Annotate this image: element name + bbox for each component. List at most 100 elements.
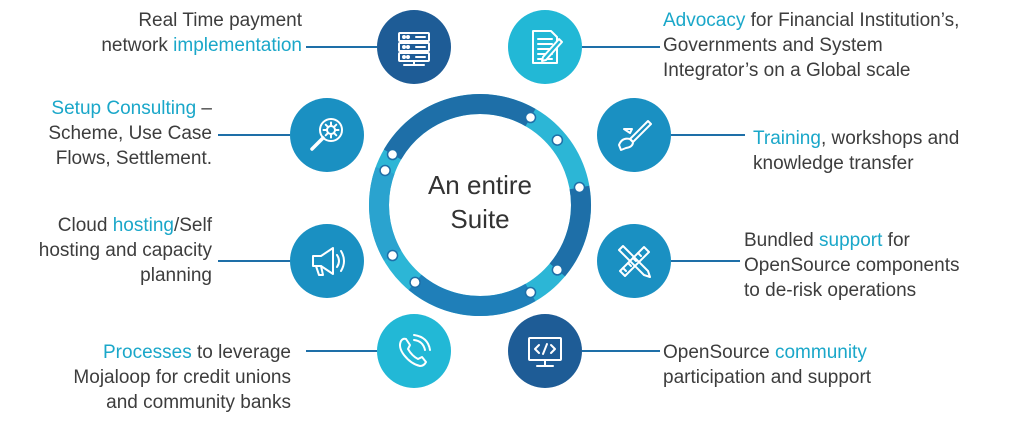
puzzle-knob xyxy=(573,181,586,194)
highlight-text: Setup Consulting xyxy=(51,98,197,119)
center-line-1: An entire xyxy=(427,170,533,200)
label-line: Advocacy for Financial Institution’s, xyxy=(663,8,959,33)
icon-circle xyxy=(377,10,451,84)
puzzle-knob xyxy=(524,286,537,299)
label-line: OpenSource community xyxy=(663,340,871,365)
label-line: Training, workshops and xyxy=(753,126,959,151)
label-line: network implementation xyxy=(101,33,302,58)
label-line: participation and support xyxy=(663,365,871,390)
label-line: Cloud hosting/Self xyxy=(39,213,212,238)
phone-icon xyxy=(399,334,431,367)
label-text: to de-risk operations xyxy=(744,280,917,301)
label-line: planning xyxy=(39,263,212,288)
label-text: OpenSource xyxy=(663,342,775,363)
label-text: hosting and capacity xyxy=(38,240,212,261)
icon-circle xyxy=(508,10,582,84)
label-text: Bundled xyxy=(744,230,820,251)
label-text: knowledge transfer xyxy=(753,153,914,174)
label-text: Mojaloop for credit unions xyxy=(73,367,291,388)
highlight-text: community xyxy=(774,342,867,363)
label-line: Real Time payment xyxy=(101,8,302,33)
label-text: for Financial Institution’s, xyxy=(745,10,960,31)
puzzle-knob xyxy=(551,134,564,146)
label-line: OpenSource components xyxy=(744,253,959,278)
label-text: and community banks xyxy=(106,392,291,413)
label-text: to leverage xyxy=(191,342,291,363)
puzzle-knob xyxy=(551,264,564,276)
label-text: OpenSource components xyxy=(744,255,960,276)
label-line: Scheme, Use Case xyxy=(48,121,212,146)
icon-circle xyxy=(377,314,451,388)
server-icon xyxy=(398,32,430,66)
label-advocacy: Advocacy for Financial Institution’s,Gov… xyxy=(663,8,959,83)
node-advocacy xyxy=(508,10,660,84)
node-community xyxy=(508,314,660,388)
pencil-ruler-icon xyxy=(618,245,651,278)
node-hosting xyxy=(218,224,364,298)
label-line: Setup Consulting – xyxy=(48,96,212,121)
puzzle-knob xyxy=(386,249,399,262)
ring-segment xyxy=(383,94,536,160)
label-text: for xyxy=(882,230,910,251)
puzzle-knob xyxy=(379,164,391,177)
highlight-text: implementation xyxy=(173,35,302,56)
label-line: Bundled support for xyxy=(744,228,959,253)
label-line: hosting and capacity xyxy=(39,238,212,263)
label-line: Governments and System xyxy=(663,33,959,58)
label-line: knowledge transfer xyxy=(753,151,959,176)
icon-circle xyxy=(290,224,364,298)
label-line: Integrator’s on a Global scale xyxy=(663,58,959,83)
highlight-text: hosting xyxy=(112,215,174,236)
label-text: – xyxy=(196,98,212,119)
label-text: Flows, Settlement. xyxy=(55,148,212,169)
ring-segment xyxy=(369,167,402,261)
highlight-text: Training xyxy=(753,128,821,149)
label-text: network xyxy=(101,35,174,56)
monitor-code-icon xyxy=(528,337,562,367)
label-text: , workshops and xyxy=(820,128,960,149)
center-line-2: Suite xyxy=(450,204,510,234)
node-processes xyxy=(306,314,451,388)
label-text: Real Time payment xyxy=(138,10,302,31)
label-line: and community banks xyxy=(73,390,291,415)
label-line: Processes to leverage xyxy=(73,340,291,365)
label-text: Cloud xyxy=(57,215,113,236)
node-consulting xyxy=(218,98,364,172)
center-label: An entire Suite xyxy=(395,168,565,236)
label-line: to de-risk operations xyxy=(744,278,959,303)
icon-circle xyxy=(597,224,671,298)
puzzle-knob xyxy=(409,276,421,289)
puzzle-knob xyxy=(524,111,537,124)
node-support xyxy=(597,224,740,298)
megaphone-icon xyxy=(312,247,345,276)
label-line: Flows, Settlement. xyxy=(48,146,212,171)
puzzle-knob xyxy=(386,148,399,161)
puzzle-ring xyxy=(369,94,591,316)
label-text: Governments and System xyxy=(663,35,883,56)
label-line: Mojaloop for credit unions xyxy=(73,365,291,390)
label-text: planning xyxy=(140,265,212,286)
highlight-text: Processes xyxy=(103,342,192,363)
label-text: Integrator’s on a Global scale xyxy=(663,60,911,81)
label-text: participation and support xyxy=(663,367,872,388)
magnifier-gear-icon xyxy=(310,118,343,151)
node-payment xyxy=(306,10,451,84)
ring-segment xyxy=(549,185,591,277)
label-text: Scheme, Use Case xyxy=(48,123,212,144)
label-text: /Self xyxy=(173,215,212,236)
document-icon xyxy=(532,30,563,64)
highlight-text: Advocacy xyxy=(663,10,746,31)
paintbrush-icon xyxy=(618,120,652,151)
ring-segment xyxy=(408,274,536,316)
highlight-text: support xyxy=(819,230,883,251)
node-training xyxy=(597,98,745,172)
